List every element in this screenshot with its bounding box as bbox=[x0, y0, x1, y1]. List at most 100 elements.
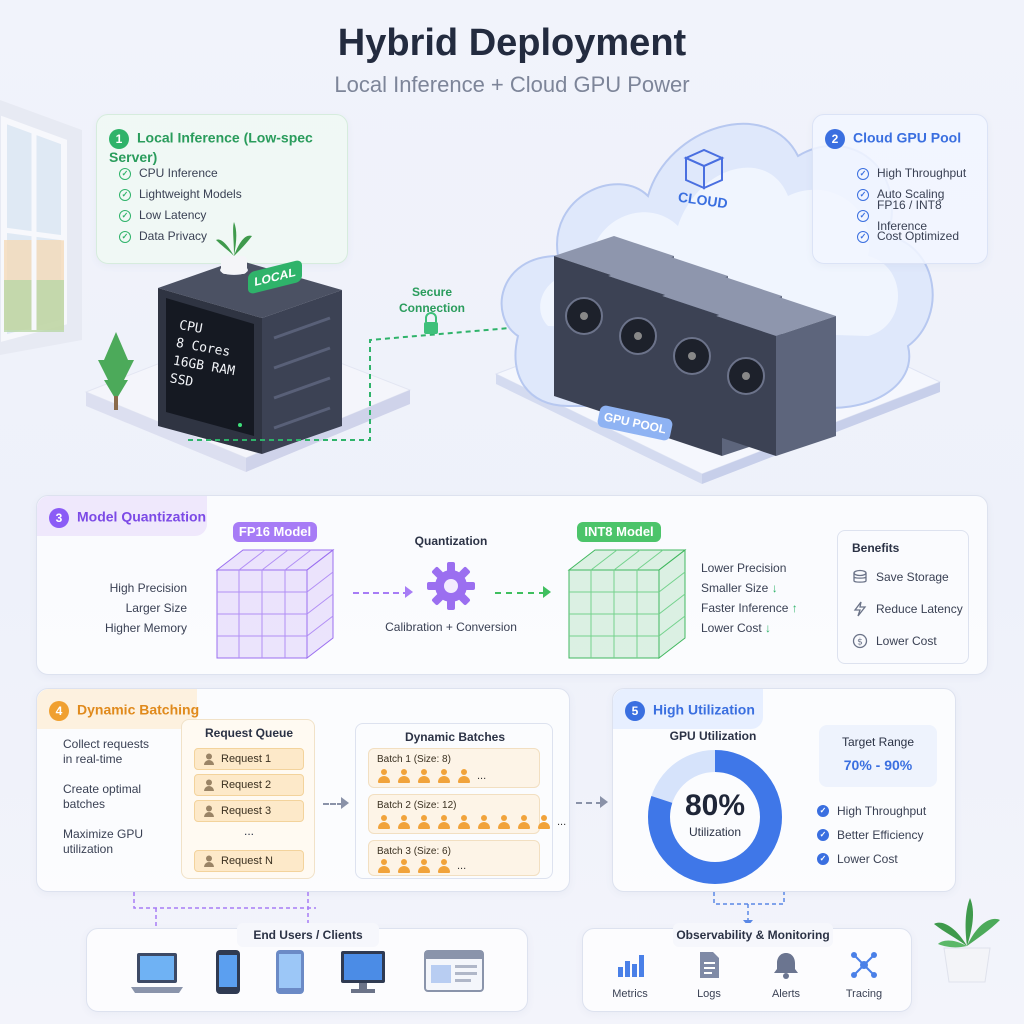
batch-label: Batch 3 (Size: 6) bbox=[377, 846, 451, 857]
end-users-card: End Users / Clients bbox=[86, 923, 528, 1012]
target-title: Target Range bbox=[841, 735, 915, 749]
property-row: Smaller Size ↓ bbox=[701, 578, 798, 598]
plant-icon bbox=[216, 222, 252, 256]
quantization-heading: 3 Model Quantization bbox=[49, 508, 206, 528]
gear-icon bbox=[427, 562, 475, 610]
int8-cube-icon bbox=[567, 548, 687, 660]
secure-connection-line bbox=[188, 312, 511, 441]
local-feature-list: ✓CPU Inference ✓Lightweight Models ✓Low … bbox=[119, 163, 242, 247]
check-icon: ✓ bbox=[119, 230, 131, 243]
benefit-row: $ Lower Cost bbox=[852, 633, 937, 649]
utilization-caption: Utilization bbox=[688, 825, 742, 839]
tool-metrics: Metrics bbox=[595, 951, 665, 1000]
batch-user-icons: ... bbox=[377, 859, 466, 873]
list-item: ✓High Throughput bbox=[817, 799, 926, 823]
benefit-row: Save Storage bbox=[852, 569, 949, 585]
list-item: ✓ FP16 / INT8 Inference bbox=[857, 198, 987, 233]
local-server-illustration bbox=[84, 222, 412, 472]
utilization-gauge bbox=[648, 750, 782, 884]
batch-user-icons: ... bbox=[377, 815, 566, 829]
step-number-3: 3 bbox=[49, 508, 69, 528]
dynamic-batches-title: Dynamic Batches bbox=[404, 730, 506, 744]
arrow-to-utilization bbox=[576, 802, 602, 804]
step-line: Create optimal bbox=[63, 782, 142, 796]
utilization-benefits: ✓High Throughput ✓Better Efficiency ✓Low… bbox=[817, 799, 926, 871]
browser-icon bbox=[424, 950, 484, 992]
batch-user-icons: ... bbox=[377, 769, 486, 783]
property-row: Lower Precision bbox=[701, 558, 798, 578]
check-icon: ✓ bbox=[119, 188, 131, 201]
quantization-subtitle: Calibration + Conversion bbox=[385, 620, 517, 634]
arrow-head bbox=[405, 586, 413, 598]
batch-label: Batch 2 (Size: 12) bbox=[377, 800, 457, 811]
arrow-to-int8 bbox=[495, 592, 545, 594]
logs-icon bbox=[700, 952, 719, 978]
local-item-text: Data Privacy bbox=[139, 229, 208, 243]
benefits-box: Benefits Save Storage Reduce Latency $ L… bbox=[837, 530, 969, 664]
user-icon bbox=[457, 815, 471, 829]
metrics-icon bbox=[618, 955, 644, 977]
tool-label: Alerts bbox=[771, 988, 801, 1000]
property-text: Smaller Size bbox=[701, 581, 769, 595]
property-text: Larger Size bbox=[125, 601, 187, 615]
page-title: Hybrid Deployment bbox=[337, 22, 687, 64]
user-icon bbox=[417, 769, 431, 783]
tool-logs: Logs bbox=[674, 951, 744, 1000]
queue-item: Request 2 bbox=[194, 774, 304, 796]
benefit-text: High Throughput bbox=[837, 803, 927, 818]
observability-title: Observability & Monitoring bbox=[673, 923, 833, 947]
arrow-to-quantization bbox=[353, 592, 409, 594]
user-icon bbox=[204, 805, 214, 817]
connection-text: Secure bbox=[411, 285, 453, 299]
list-item: ✓CPU Inference bbox=[119, 163, 242, 184]
request-queue-title: Request Queue bbox=[204, 726, 294, 740]
user-icon bbox=[477, 815, 491, 829]
batch-ellipsis: ... bbox=[457, 860, 467, 872]
batch-row: Batch 1 (Size: 8) ... bbox=[368, 748, 540, 788]
tracing-icon bbox=[851, 952, 877, 978]
queue-ellipsis: ... bbox=[243, 824, 254, 838]
cloud-item-text: FP16 / INT8 Inference bbox=[877, 197, 942, 233]
batch-label: Batch 1 (Size: 8) bbox=[377, 754, 451, 765]
cloud-heading-text: Cloud GPU Pool bbox=[853, 129, 962, 146]
clients-connector bbox=[133, 892, 316, 926]
benefit-text: Reduce Latency bbox=[876, 602, 963, 616]
queue-label: Request 1 bbox=[221, 753, 272, 765]
user-icon bbox=[397, 815, 411, 829]
utilization-value: 80% bbox=[684, 789, 746, 822]
queue-item: Request 1 bbox=[194, 748, 304, 770]
check-icon: ✓ bbox=[857, 209, 869, 222]
user-icon bbox=[397, 769, 411, 783]
monitor-icon bbox=[341, 951, 385, 993]
benefit-row: Reduce Latency bbox=[852, 601, 963, 617]
laptop-icon bbox=[131, 953, 183, 993]
quantization-heading-text: Model Quantization bbox=[77, 508, 207, 525]
target-range-box: Target Range 70% - 90% bbox=[819, 725, 937, 787]
connection-text: Connection bbox=[399, 301, 465, 315]
user-icon bbox=[377, 769, 391, 783]
fp16-model-label: FP16 Model bbox=[233, 522, 317, 542]
step-number-2: 2 bbox=[825, 129, 845, 149]
user-icon bbox=[437, 815, 451, 829]
list-item: ✓Auto Scaling bbox=[857, 184, 987, 205]
user-icon bbox=[204, 855, 214, 867]
benefit-text: Lower Cost bbox=[837, 851, 898, 866]
target-value: 70% - 90% bbox=[843, 757, 913, 773]
tablet-icon bbox=[276, 950, 304, 994]
int8-properties: Lower Precision Smaller Size ↓ Faster In… bbox=[701, 558, 798, 638]
down-arrow-icon: ↓ bbox=[771, 581, 778, 595]
step-line: utilization bbox=[63, 842, 114, 856]
property-text: Lower Precision bbox=[701, 561, 787, 575]
alerts-icon bbox=[774, 953, 798, 979]
request-queue-box: Request Queue Request 1 Request 2 Reques… bbox=[181, 719, 315, 879]
tree-icon bbox=[98, 332, 134, 400]
check-icon: ✓ bbox=[857, 167, 869, 180]
property-text: Higher Memory bbox=[104, 621, 187, 635]
queue-label: Request 3 bbox=[221, 805, 272, 817]
tool-label: Logs bbox=[697, 988, 721, 1000]
property-text: Faster Inference bbox=[701, 601, 789, 615]
list-item: ✓Low Latency bbox=[119, 205, 242, 226]
